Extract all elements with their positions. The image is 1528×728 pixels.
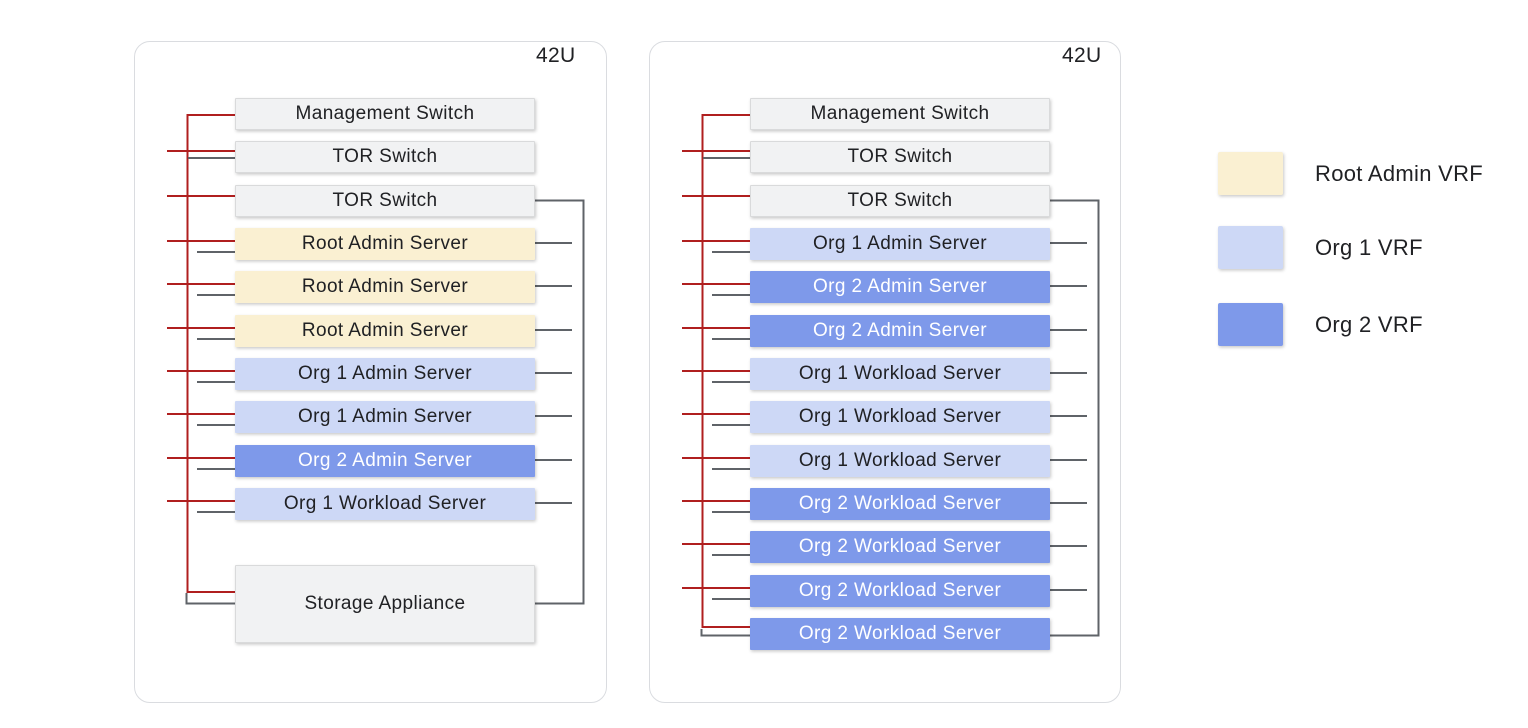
rack-2-wires [682,114,1100,637]
rack2-unit-org2-workload-server-2: Org 2 Workload Server [750,531,1050,563]
legend-swatch-org1-vrf [1218,226,1283,269]
rack1-unit-storage-appliance: Storage Appliance [235,565,535,643]
rack1-unit-tor-switch-1: TOR Switch [235,141,535,173]
rack-2-capacity-label: 42U [1062,44,1102,67]
legend-item-root-admin-vrf: Root Admin VRF [1218,152,1483,195]
rack1-unit-root-admin-server-1: Root Admin Server [235,228,535,260]
rack2-unit-org1-workload-server-2: Org 1 Workload Server [750,401,1050,433]
rack1-unit-org2-admin-server: Org 2 Admin Server [235,445,535,477]
legend-label-org1-vrf: Org 1 VRF [1315,234,1423,260]
rack2-unit-org1-admin-server: Org 1 Admin Server [750,228,1050,260]
rack-1-wires [167,114,585,605]
rack2-unit-org1-workload-server-1: Org 1 Workload Server [750,358,1050,390]
legend-label-org2-vrf: Org 2 VRF [1315,311,1423,337]
rack2-unit-org2-admin-server-2: Org 2 Admin Server [750,315,1050,347]
legend-swatch-org2-vrf [1218,303,1283,346]
legend-item-org1-vrf: Org 1 VRF [1218,226,1423,269]
rack2-data-network-left-stubs [700,157,750,637]
legend-swatch-root-admin-vrf [1218,152,1283,195]
rack1-data-network-left-stubs [185,157,235,605]
rack1-unit-org1-admin-server-2: Org 1 Admin Server [235,401,535,433]
rack2-unit-org2-workload-server-1: Org 2 Workload Server [750,488,1050,520]
rack2-unit-tor-switch-1: TOR Switch [750,141,1050,173]
rack2-unit-org2-workload-server-4: Org 2 Workload Server [750,618,1050,650]
rack2-data-network-right-bus [1050,199,1100,637]
rack1-unit-root-admin-server-2: Root Admin Server [235,271,535,303]
rack2-unit-org1-workload-server-3: Org 1 Workload Server [750,445,1050,477]
rack2-unit-management-switch: Management Switch [750,98,1050,130]
rack2-management-network-lines [682,114,750,628]
rack1-unit-org1-workload-server: Org 1 Workload Server [235,488,535,520]
rack-1-capacity-label: 42U [536,44,576,67]
rack1-unit-org1-admin-server-1: Org 1 Admin Server [235,358,535,390]
legend-item-org2-vrf: Org 2 VRF [1218,303,1423,346]
rack1-unit-root-admin-server-3: Root Admin Server [235,315,535,347]
legend-label-root-admin-vrf: Root Admin VRF [1315,160,1484,186]
rack1-management-network-lines [167,114,235,593]
rack2-unit-org2-admin-server-1: Org 2 Admin Server [750,271,1050,303]
rack2-unit-org2-workload-server-3: Org 2 Workload Server [750,575,1050,607]
rack1-unit-management-switch: Management Switch [235,98,535,130]
rack2-unit-tor-switch-2: TOR Switch [750,185,1050,217]
rack1-unit-tor-switch-2: TOR Switch [235,185,535,217]
rack1-data-network-right-bus [535,199,585,605]
